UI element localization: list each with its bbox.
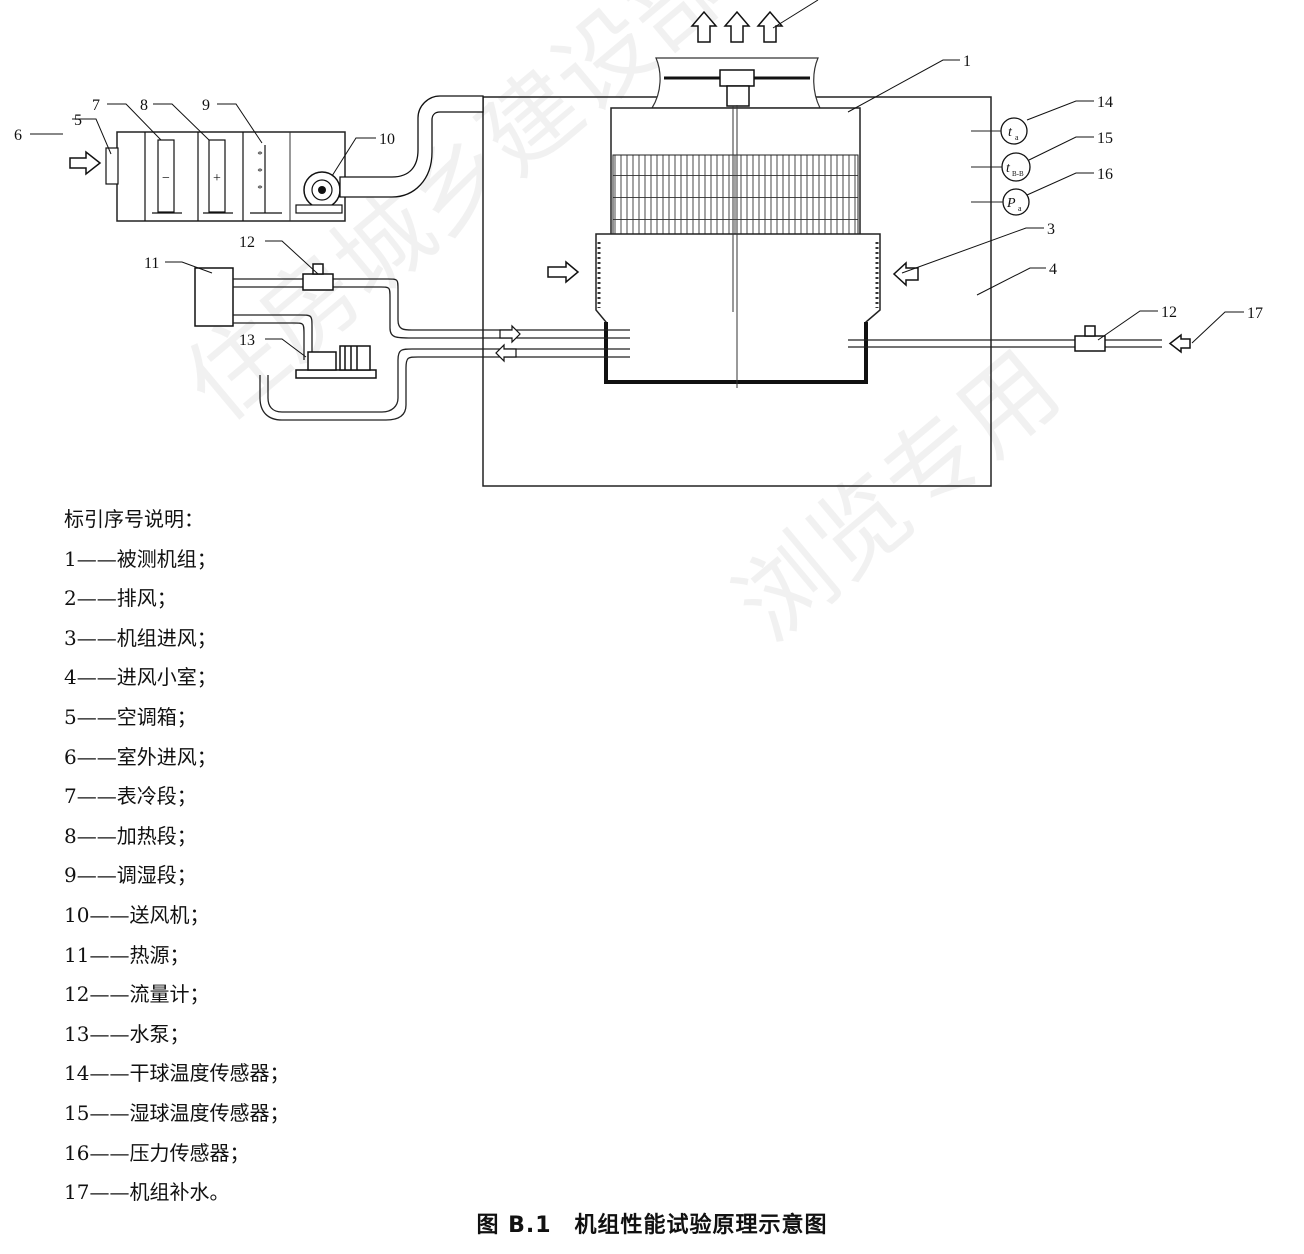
svg-text:17: 17 [1247,305,1263,322]
legend-item: 12——流量计； [64,982,210,1007]
svg-text:*: * [257,149,263,161]
sensor-pressure: P a [1002,188,1030,216]
sensor-dry-bulb: t a [1000,117,1028,145]
legend-item: 15——湿球温度传感器； [64,1100,290,1125]
supply-duct [339,95,484,198]
unit-basin [604,322,868,384]
legend-heading: 标引序号说明： [64,507,204,531]
legend-item: 3——机组进风； [64,625,217,650]
water-pump [295,345,377,379]
unit-fill-media [612,154,859,239]
outdoor-air-arrow [69,150,102,176]
svg-text:12: 12 [239,234,255,251]
legend-item: 4——进风小室； [64,665,217,690]
legend-item: 1——被测机组； [64,546,217,571]
makeup-water-arrow [1168,333,1191,354]
flow-meter-right-head [1084,325,1096,337]
sensor-wet-bulb: t B-B [1001,152,1031,182]
unit-lower-casing [595,233,881,383]
test-principle-diagram: − + * * * t a t B-B [14,0,1263,487]
svg-text:a: a [1018,204,1022,213]
legend-item: 5——空调箱； [64,704,197,729]
cooling-minus-mark: − [162,171,170,186]
svg-text:9: 9 [202,97,210,114]
exhaust-arrows [690,10,784,43]
cooling-section [144,132,182,221]
legend-item: 14——干球温度传感器； [64,1061,290,1086]
legend-item: 10——送风机； [64,902,210,927]
svg-text:13: 13 [239,332,255,349]
sensor-leaders [971,130,1003,203]
svg-text:15: 15 [1097,130,1113,147]
svg-text:t: t [1006,161,1011,176]
heating-plus-mark: + [213,171,221,186]
supply-fan-base [295,204,343,214]
legend-item: 8——加热段； [64,823,197,848]
supply-water-arrow [499,324,521,344]
svg-text:P: P [1006,196,1016,211]
svg-text:5: 5 [74,112,82,129]
svg-text:4: 4 [1049,261,1057,278]
legend-item: 11——热源； [64,942,190,967]
svg-text:7: 7 [92,97,100,114]
legend-item: 17——机组补水。 [64,1180,230,1205]
svg-text:1: 1 [963,53,971,70]
humidifying-section [242,132,282,221]
svg-text:12: 12 [1161,304,1177,321]
svg-text:11: 11 [144,255,159,272]
svg-text:a: a [1015,133,1019,142]
svg-text:14: 14 [1097,94,1113,111]
svg-text:*: * [257,166,263,178]
legend-item: 2——排风； [64,586,177,611]
svg-text:6: 6 [14,127,22,144]
leader-lines [30,59,1244,358]
intake-filter [105,147,119,185]
inlet-arrow-right [892,261,919,287]
return-water-arrow [495,343,517,363]
inlet-arrow-left [547,260,580,284]
heating-section [197,132,233,221]
svg-text:10: 10 [379,131,395,148]
svg-text:8: 8 [140,97,148,114]
legend-item: 7——表冷段； [64,784,197,809]
flow-meter-left [302,273,334,291]
svg-text:3: 3 [1047,221,1055,238]
leader-2 [772,0,819,29]
fan-hub [719,69,755,87]
legend-item: 16——压力传感器； [64,1140,250,1165]
legend-item: 13——水泵； [64,1021,190,1046]
heat-source [194,267,234,327]
svg-text:*: * [257,183,263,195]
svg-text:B-B: B-B [1012,170,1024,178]
svg-text:16: 16 [1097,166,1113,183]
svg-text:t: t [1008,125,1013,140]
fan-motor [726,85,750,107]
callout-numbers: 1 14 15 16 3 4 12 17 5 6 7 8 9 10 11 12 … [14,53,1263,349]
legend-item: 6——室外进风； [64,744,217,769]
water-loop-piping [233,278,630,421]
flow-meter-left-head [312,263,324,275]
figure-caption: 图 B.1 机组性能试验原理示意图 [476,1213,828,1238]
humidifier-nozzles: * * * [257,149,263,195]
legend-item: 9——调湿段； [64,863,197,888]
callout-legend: 标引序号说明： 1——被测机组； 2——排风； 3——机组进风； 4——进风小室… [64,500,289,1213]
